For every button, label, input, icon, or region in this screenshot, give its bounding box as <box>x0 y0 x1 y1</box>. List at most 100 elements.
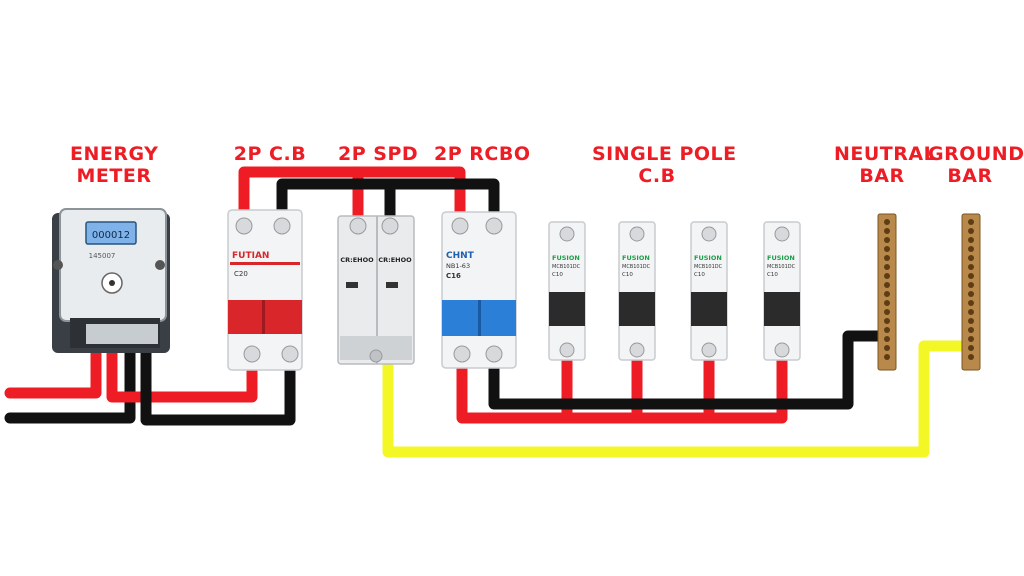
mcb-4: FUSION MCB101DC C10 <box>763 221 801 361</box>
meter-to-cb-live-wire <box>106 336 258 403</box>
terminal-screw-icon <box>349 217 367 235</box>
ground-bar-label: GROUND BAR <box>928 143 1024 187</box>
busbar-screw-icon <box>968 219 974 225</box>
terminal-screw-icon <box>701 342 717 358</box>
busbar-screw-icon <box>884 309 890 315</box>
single-pole-label-line-1: SINGLE POLE <box>592 143 737 165</box>
neutral-bar-label: NEUTRAL BAR <box>834 143 936 187</box>
busbar-screw-icon <box>884 273 890 279</box>
terminal-screw-icon <box>453 345 471 363</box>
terminal-screw-icon <box>243 345 261 363</box>
busbar-screw-icon <box>968 309 974 315</box>
single-pole-cb-label: SINGLE POLE C.B <box>592 143 737 187</box>
meter-display-value: 000012 <box>92 230 130 241</box>
ground-bar-label-line-2: BAR <box>947 165 993 187</box>
busbar-screw-icon <box>884 345 890 351</box>
rcbo-model: NB1-63 <box>446 262 470 270</box>
meter-serial: 145007 <box>89 252 116 260</box>
meter-to-cb-neutral-wire <box>140 336 296 426</box>
terminal-screw-icon <box>629 226 645 242</box>
mcb-rating: C10 <box>767 272 778 278</box>
neutral-bar <box>877 213 897 371</box>
two-pole-circuit-breaker: FUTIAN C20 <box>227 209 303 371</box>
mcb-rating: C10 <box>622 272 633 278</box>
earth-terminal-icon <box>369 349 383 363</box>
energy-meter-label: ENERGY METER <box>70 143 158 187</box>
wires <box>4 166 972 458</box>
energy-meter-label-line-2: METER <box>76 165 152 187</box>
mcb-model: MCB101DC <box>552 264 581 270</box>
spd-brand-left: CR:EHOO <box>340 256 374 264</box>
energy-meter-label-line-1: ENERGY <box>70 143 159 165</box>
terminal-screw-icon <box>629 342 645 358</box>
terminal-screw-icon <box>281 345 299 363</box>
busbar-screw-icon <box>884 291 890 297</box>
busbar-screw-icon <box>968 228 974 234</box>
terminal-screw-icon <box>559 342 575 358</box>
rcbo-out-live-wire <box>456 346 788 424</box>
busbar-screw-icon <box>968 300 974 306</box>
mcb-handle <box>549 292 585 326</box>
terminal-screw-icon <box>701 226 717 242</box>
mcb-3: FUSION MCB101DC C10 <box>690 221 728 361</box>
cb-brand: FUTIAN <box>232 251 269 261</box>
busbar-screw-icon <box>968 354 974 360</box>
supply-neutral-wire <box>4 336 136 424</box>
ground-bar <box>961 213 981 371</box>
mcb-model: MCB101DC <box>767 264 796 270</box>
meter-display <box>85 221 137 245</box>
rcbo-brand: CHNT <box>446 251 475 261</box>
single-pole-breakers: FUSIONMCB101DCC10FUSIONMCB101DCC10FUSION… <box>548 221 801 361</box>
busbar-screw-icon <box>968 273 974 279</box>
terminal-screw-icon <box>774 226 790 242</box>
rcbo-out-neutral-wire <box>488 330 886 410</box>
busbar-screw-icon <box>884 318 890 324</box>
terminal-screw-icon <box>485 217 503 235</box>
rcbo-2p-label: 2P RCBO <box>434 143 531 165</box>
mcb-brand: FUSION <box>622 254 650 262</box>
busbar-screw-icon <box>884 228 890 234</box>
two-pole-surge-protective-device: CR:EHOO CR:EHOO <box>337 215 415 365</box>
terminal-screw-icon <box>485 345 503 363</box>
busbar-screw-icon <box>968 345 974 351</box>
spd-2p-label: 2P SPD <box>338 143 419 165</box>
energy-meter: 000012 145007 <box>52 208 170 353</box>
rcbo-rating: C16 <box>446 272 461 280</box>
busbar-screw-icon <box>968 291 974 297</box>
single-pole-label-line-2: C.B <box>638 165 676 187</box>
busbar-screw-icon <box>884 237 890 243</box>
terminal-screw-icon <box>273 217 291 235</box>
ground-bar-label-line-1: GROUND <box>928 143 1024 165</box>
terminal-screw-icon <box>235 217 253 235</box>
terminal-screw-icon <box>559 226 575 242</box>
terminal-screw-icon <box>774 342 790 358</box>
busbar-screw-icon <box>968 318 974 324</box>
busbar-screw-icon <box>968 237 974 243</box>
busbar-screw-icon <box>968 246 974 252</box>
two-pole-rcbo: CHNT NB1-63 C16 <box>441 211 517 369</box>
busbar-screw-icon <box>884 327 890 333</box>
mcb-handle <box>619 292 655 326</box>
neutral-bar-label-line-2: BAR <box>859 165 905 187</box>
mcb-model: MCB101DC <box>694 264 723 270</box>
earth-wire <box>382 340 972 458</box>
busbar-screw-icon <box>968 327 974 333</box>
busbar-screw-icon <box>884 255 890 261</box>
busbar-screw-icon <box>884 264 890 270</box>
busbar-screw-icon <box>884 336 890 342</box>
busbar-screw-icon <box>968 336 974 342</box>
busbar-screw-icon <box>968 282 974 288</box>
busbar-screw-icon <box>968 255 974 261</box>
busbar-screw-icon <box>884 219 890 225</box>
busbar-screw-icon <box>968 264 974 270</box>
terminal-screw-icon <box>381 217 399 235</box>
mcb-handle <box>691 292 727 326</box>
mcb-brand: FUSION <box>767 254 795 262</box>
mcb-brand: FUSION <box>694 254 722 262</box>
mcb-rating: C10 <box>694 272 705 278</box>
mcb-model: MCB101DC <box>622 264 651 270</box>
busbar-screw-icon <box>884 282 890 288</box>
mcb-brand: FUSION <box>552 254 580 262</box>
